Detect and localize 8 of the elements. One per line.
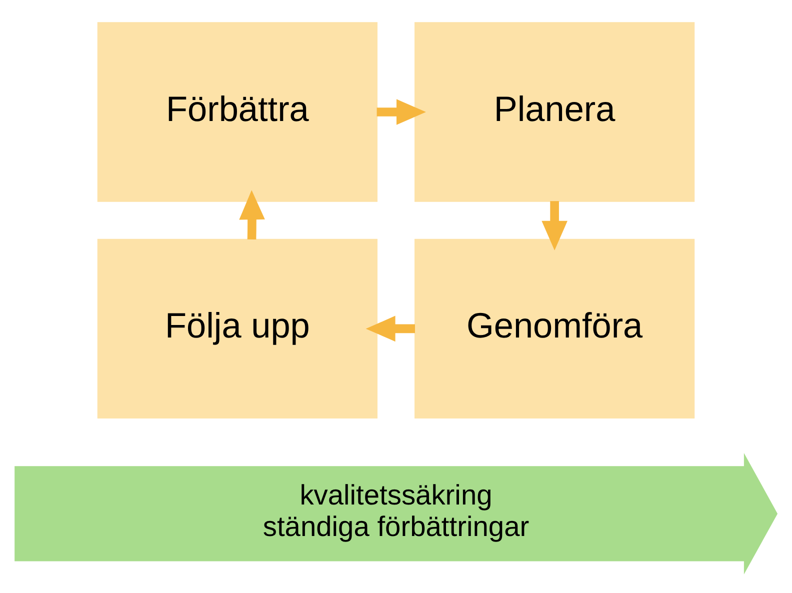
arrow	[239, 190, 265, 240]
node-box: Planera	[414, 22, 695, 202]
arrow	[376, 98, 426, 124]
node-box: Förbättra	[97, 22, 378, 202]
node-box: Genomföra	[414, 238, 695, 418]
arrow	[542, 200, 568, 250]
arrow	[366, 315, 415, 342]
node-box: Följa upp	[97, 238, 378, 418]
